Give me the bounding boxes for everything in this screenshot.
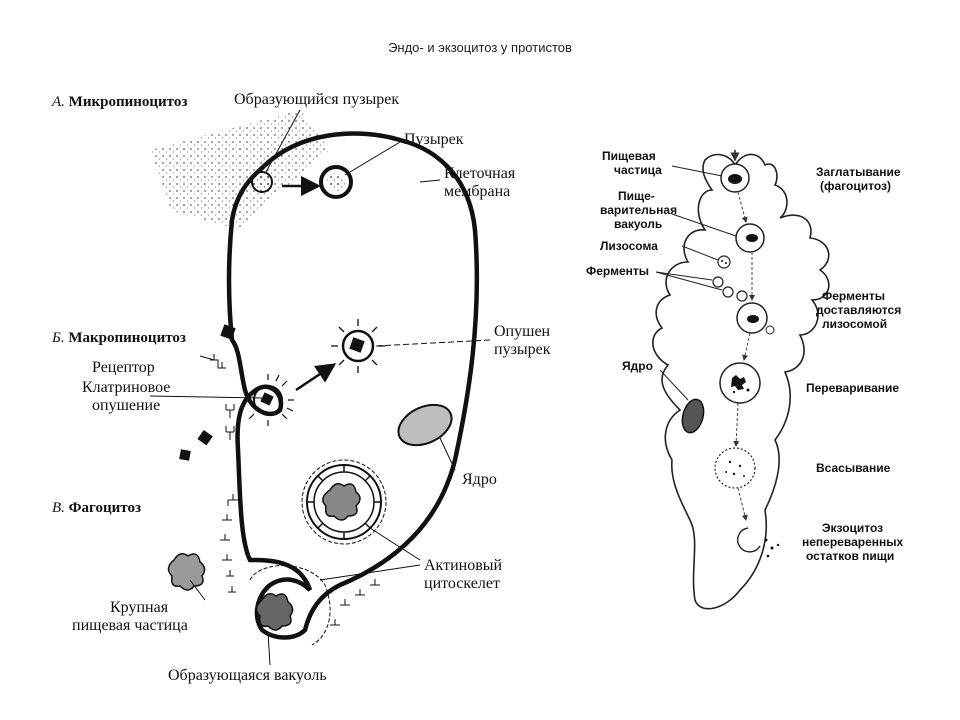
enzyme-granules bbox=[712, 276, 748, 302]
exocytosis-vacuole bbox=[736, 527, 780, 558]
extracellular-particle bbox=[179, 449, 191, 461]
fusing-vacuole bbox=[736, 302, 775, 335]
large-food-particle bbox=[167, 553, 206, 591]
left-diagram: А. Микропиноцитоз Б. Макропиноцитоз В. Ф… bbox=[51, 91, 551, 684]
label-lysosome: Лизосома bbox=[600, 239, 658, 253]
slide-title: Эндо- и экзоцитоз у протистов bbox=[388, 40, 572, 55]
label-enzymes: Ферменты bbox=[586, 264, 649, 278]
label-forming-vacuole: Образующаяся вакуоль bbox=[168, 667, 327, 684]
stage-exo-1: Экзоцитоз bbox=[822, 521, 883, 535]
food-particle-vacuole bbox=[720, 150, 750, 193]
label-nucleus-left: Ядро bbox=[462, 471, 497, 488]
label-actin-1: Актиновый bbox=[424, 557, 503, 574]
label-digestive-1: Пище- bbox=[618, 189, 655, 203]
nucleus bbox=[397, 403, 453, 447]
label-particle-1: Крупная bbox=[110, 599, 169, 616]
receptor-icon bbox=[210, 354, 226, 369]
label-clathrin-1: Клатриновое bbox=[82, 379, 170, 396]
digesting-vacuole bbox=[719, 362, 761, 404]
stage-exo-3: остатков пищи bbox=[806, 549, 894, 563]
right-diagram: Пищевая частица Пище- варительная вакуол… bbox=[586, 149, 903, 610]
phagosome-actin bbox=[301, 459, 387, 545]
stage-exo-2: непереваренных bbox=[802, 535, 903, 549]
section-b-title: Б. Макропиноцитоз bbox=[51, 330, 186, 346]
label-coated-1: Опушен bbox=[494, 323, 551, 340]
clathrin-coated-pit bbox=[248, 374, 294, 426]
stage-digest: Переваривание bbox=[806, 381, 899, 395]
label-nucleus-right: Ядро bbox=[622, 359, 653, 373]
amoeba-nucleus bbox=[681, 398, 705, 434]
label-particle-2: пищевая частица bbox=[72, 617, 188, 634]
cell-membrane-inner bbox=[228, 132, 478, 639]
dotted-field bbox=[150, 110, 330, 230]
coated-vesicle bbox=[331, 319, 385, 373]
absorbing-vacuole bbox=[714, 447, 756, 489]
label-digestive-3: вакуоль bbox=[614, 217, 662, 231]
label-forming-vesicle: Образующийся пузырек bbox=[234, 91, 399, 108]
label-digestive-2: варительная bbox=[600, 203, 677, 217]
label-coated-2: пузырек bbox=[494, 341, 551, 358]
extracellular-particle bbox=[197, 430, 213, 446]
stage-absorb: Всасывание bbox=[816, 461, 891, 475]
section-a-title: А. Микропиноцитоз bbox=[51, 94, 187, 110]
stage-engulf-1: Заглатывание bbox=[816, 165, 901, 179]
label-actin-2: цитоскелет bbox=[424, 575, 500, 592]
label-membrane-1: Клеточная bbox=[444, 165, 516, 182]
label-clathrin-2: опушение bbox=[92, 397, 160, 414]
section-v-title: В. Фагоцитоз bbox=[52, 500, 141, 516]
stage-deliver-1: Ферменты bbox=[822, 289, 885, 303]
label-food-particle-2: частица bbox=[614, 163, 662, 177]
engulfed-particle bbox=[255, 593, 294, 631]
bound-particle bbox=[220, 324, 236, 340]
label-membrane-2: мембрана bbox=[444, 183, 510, 200]
forming-vesicle bbox=[251, 171, 273, 193]
label-vesicle: Пузырек bbox=[404, 131, 464, 148]
receptor-row bbox=[220, 404, 238, 593]
label-food-particle-1: Пищевая bbox=[602, 149, 656, 163]
stage-deliver-3: лизосомой bbox=[822, 317, 887, 331]
lysosome bbox=[717, 255, 731, 269]
coated-vesicle-arrow bbox=[295, 363, 337, 392]
digestive-vacuole bbox=[735, 223, 765, 253]
stage-deliver-2: доставляются bbox=[816, 303, 901, 317]
stage-engulf-2: (фагоцитоз) bbox=[820, 179, 891, 193]
label-receptor: Рецептор bbox=[92, 359, 155, 376]
